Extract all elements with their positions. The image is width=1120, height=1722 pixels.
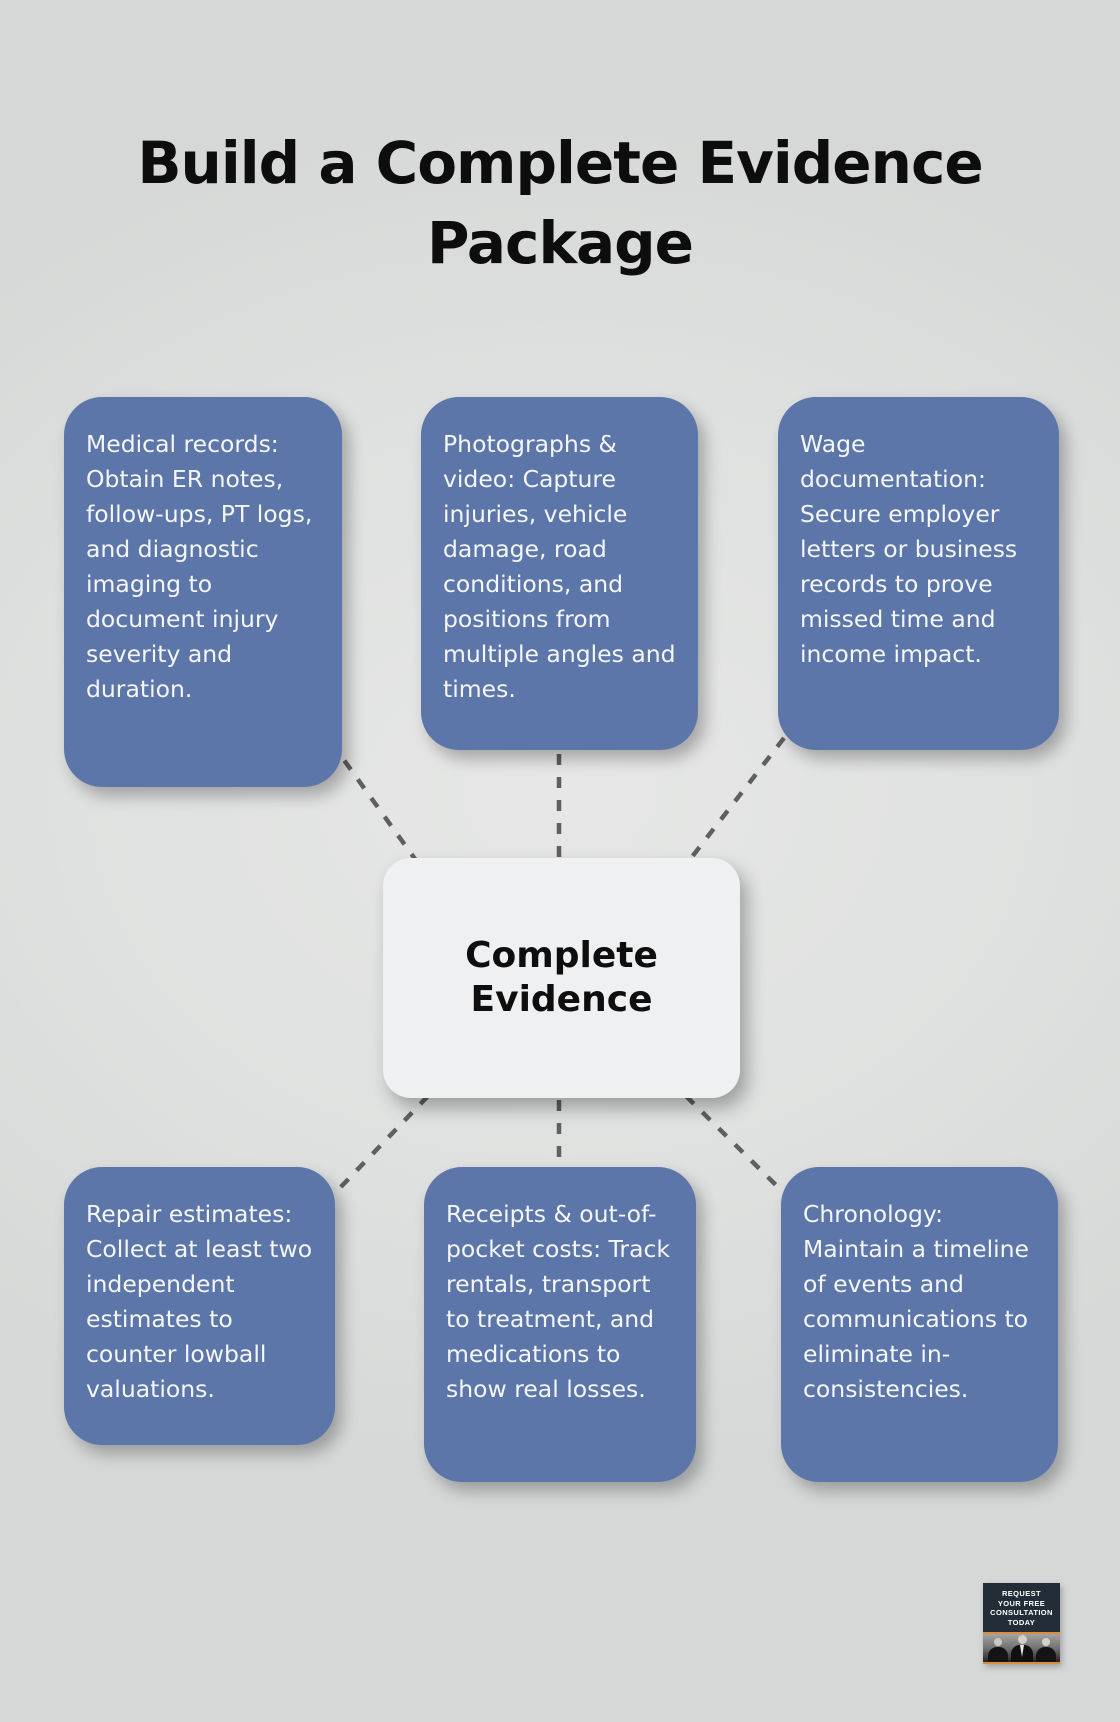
node-chronology: Chronology: Maintain a timeline of event… [781,1167,1058,1482]
person-silhouette [1036,1638,1056,1662]
badge-accent-rule [983,1662,1060,1664]
connector-medical-records [329,740,422,868]
badge-accent-rule [983,1632,1060,1634]
badge-line: YOUR FREE [997,1598,1046,1608]
consultation-badge[interactable]: REQUEST YOUR FREE CONSULTATION TODAY [983,1583,1060,1664]
node-repair-estimates: Repair estimates: Collect at least two i… [64,1167,335,1445]
badge-line: CONSULTATION [990,1608,1053,1617]
page-title: Build a Complete Evidence Package [137,128,983,277]
badge-line: REQUEST [1001,1589,1042,1598]
node-wage-documentation: Wage documentation: Secure employer lett… [778,397,1059,750]
hub-box: Complete Evidence [383,858,740,1098]
connector-chronology [684,1094,789,1198]
node-text: Photographs & video: Capture injuries, v… [443,430,676,703]
person-silhouette [988,1638,1008,1662]
person-silhouette [1011,1635,1033,1662]
node-receipts-costs: Receipts & out-of-pocket costs: Track re… [424,1167,696,1482]
node-photographs-video: Photographs & video: Capture injuries, v… [421,397,698,750]
connector-wage-documentation [686,736,786,864]
hub-label: Complete Evidence [465,935,658,1020]
attorneys-photo [983,1634,1060,1662]
node-text: Receipts & out-of-pocket costs: Track re… [446,1200,671,1403]
node-medical-records: Medical records: Obtain ER notes, follow… [64,397,342,787]
node-text: Repair estimates: Collect at least two i… [86,1200,313,1403]
node-text: Wage documentation: Secure employer lett… [800,430,1018,668]
connector-repair-estimates [334,1094,430,1194]
node-text: Medical records: Obtain ER notes, follow… [86,430,313,703]
consultation-badge-text: REQUEST YOUR FREE CONSULTATION TODAY [983,1583,1060,1632]
node-text: Chronology: Maintain a timeline of event… [803,1200,1029,1403]
badge-line: TODAY [1007,1617,1036,1627]
